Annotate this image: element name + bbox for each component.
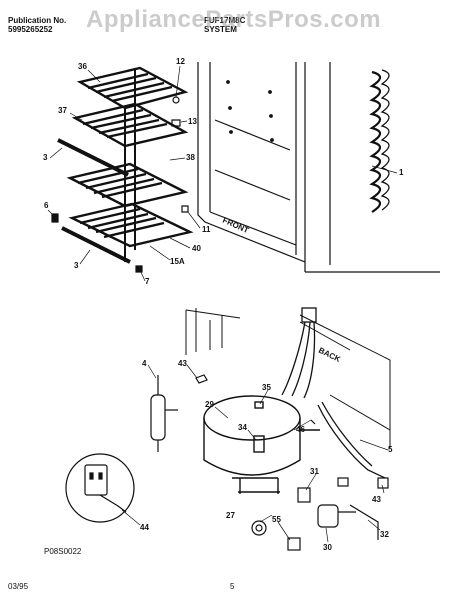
callout-5: 5: [388, 445, 393, 454]
callout-46: 46: [296, 425, 305, 434]
callout-27: 27: [226, 511, 235, 520]
page-number: 5: [230, 582, 235, 591]
section-title: SYSTEM: [204, 25, 237, 34]
callout-43-upper: 43: [178, 359, 187, 368]
callout-6: 6: [44, 201, 49, 210]
top-leaders: [47, 65, 398, 282]
watermark: AppliancePartsPros.com: [86, 6, 382, 33]
front-label: FRONT: [221, 216, 250, 235]
callout-38: 38: [186, 153, 195, 162]
callout-35: 35: [262, 383, 271, 392]
callout-29: 29: [205, 400, 214, 409]
callout-11: 11: [202, 225, 211, 234]
callout-3-upper: 3: [43, 153, 48, 162]
condenser-coil: [369, 69, 390, 213]
callout-32: 32: [380, 530, 389, 539]
callout-12: 12: [176, 57, 185, 66]
cabinet-liner: [197, 62, 440, 273]
callout-13: 13: [188, 117, 197, 126]
bottom-leaders: [121, 364, 389, 543]
publication-number: 5995265252: [8, 25, 53, 34]
footer-date: 03/95: [8, 582, 29, 591]
callout-44: 44: [140, 523, 149, 532]
diagram-code: P08S0022: [44, 547, 82, 556]
machine-compartment: [185, 308, 391, 448]
wire-shelves: [57, 66, 194, 264]
callout-37: 37: [58, 106, 67, 115]
publication-label: Publication No.: [8, 16, 67, 25]
callout-40: 40: [192, 244, 201, 253]
small-parts: [195, 374, 316, 536]
callout-30: 30: [323, 543, 332, 552]
back-label: BACK: [317, 346, 342, 364]
callout-31: 31: [310, 467, 319, 476]
filter-drier: [150, 375, 178, 452]
callout-36: 36: [78, 62, 87, 71]
callout-43-lower: 43: [372, 495, 381, 504]
callout-34: 34: [238, 423, 247, 432]
callout-55: 55: [272, 515, 281, 524]
callout-4: 4: [142, 359, 147, 368]
compressor: [203, 395, 320, 494]
callout-7: 7: [145, 277, 150, 286]
outlet-inset: [65, 453, 135, 523]
relay-overload: [287, 477, 389, 551]
model-number: FUF17M8C: [204, 16, 246, 25]
callout-1: 1: [399, 168, 404, 177]
wire-harness: [281, 307, 386, 479]
callout-15a: 15A: [170, 257, 185, 266]
callout-3-lower: 3: [74, 261, 79, 270]
